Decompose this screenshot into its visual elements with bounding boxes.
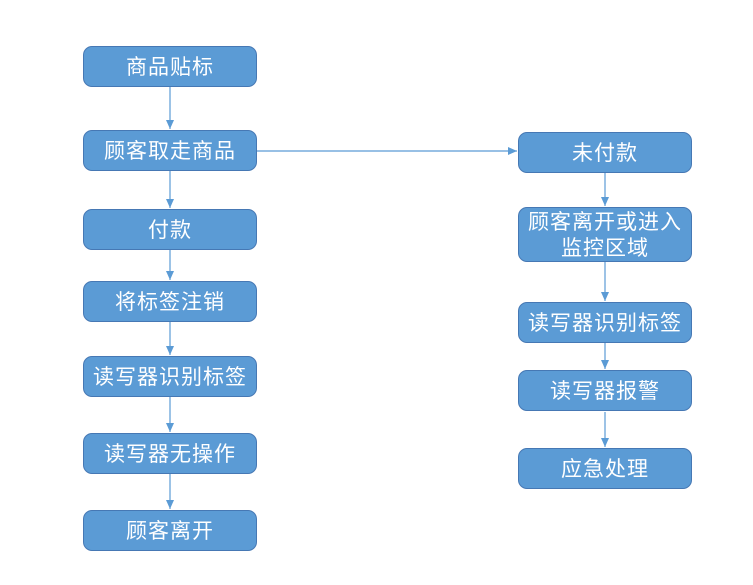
node-label: 应急处理: [561, 456, 649, 481]
flow-node-reader-identifies-tag-2: 读写器识别标签: [518, 302, 692, 343]
flow-node-reader-alarm: 读写器报警: [518, 370, 692, 411]
flow-node-reader-no-action: 读写器无操作: [83, 433, 257, 474]
node-label: 顾客离开或进入 监控区域: [528, 209, 682, 260]
flow-node-customer-leaves: 顾客离开: [83, 510, 257, 551]
flow-node-deactivate-tag: 将标签注销: [83, 281, 257, 322]
flow-node-customer-takes-item: 顾客取走商品: [83, 130, 257, 171]
node-label: 商品贴标: [126, 54, 214, 79]
node-label: 将标签注销: [115, 289, 225, 314]
node-label: 顾客取走商品: [104, 138, 236, 163]
node-label: 读写器无操作: [104, 441, 236, 466]
node-label: 顾客离开: [126, 518, 214, 543]
flow-node-product-labeling: 商品贴标: [83, 46, 257, 87]
flow-node-emergency-handling: 应急处理: [518, 448, 692, 489]
flow-node-customer-enters-monitored-area: 顾客离开或进入 监控区域: [518, 207, 692, 262]
node-label: 读写器报警: [550, 378, 660, 403]
flow-node-unpaid: 未付款: [518, 132, 692, 173]
node-label: 读写器识别标签: [528, 310, 682, 335]
node-label: 付款: [148, 217, 192, 242]
flow-node-payment: 付款: [83, 209, 257, 250]
flow-node-reader-identifies-tag: 读写器识别标签: [83, 356, 257, 397]
node-label: 未付款: [572, 140, 638, 165]
node-label: 读写器识别标签: [93, 364, 247, 389]
